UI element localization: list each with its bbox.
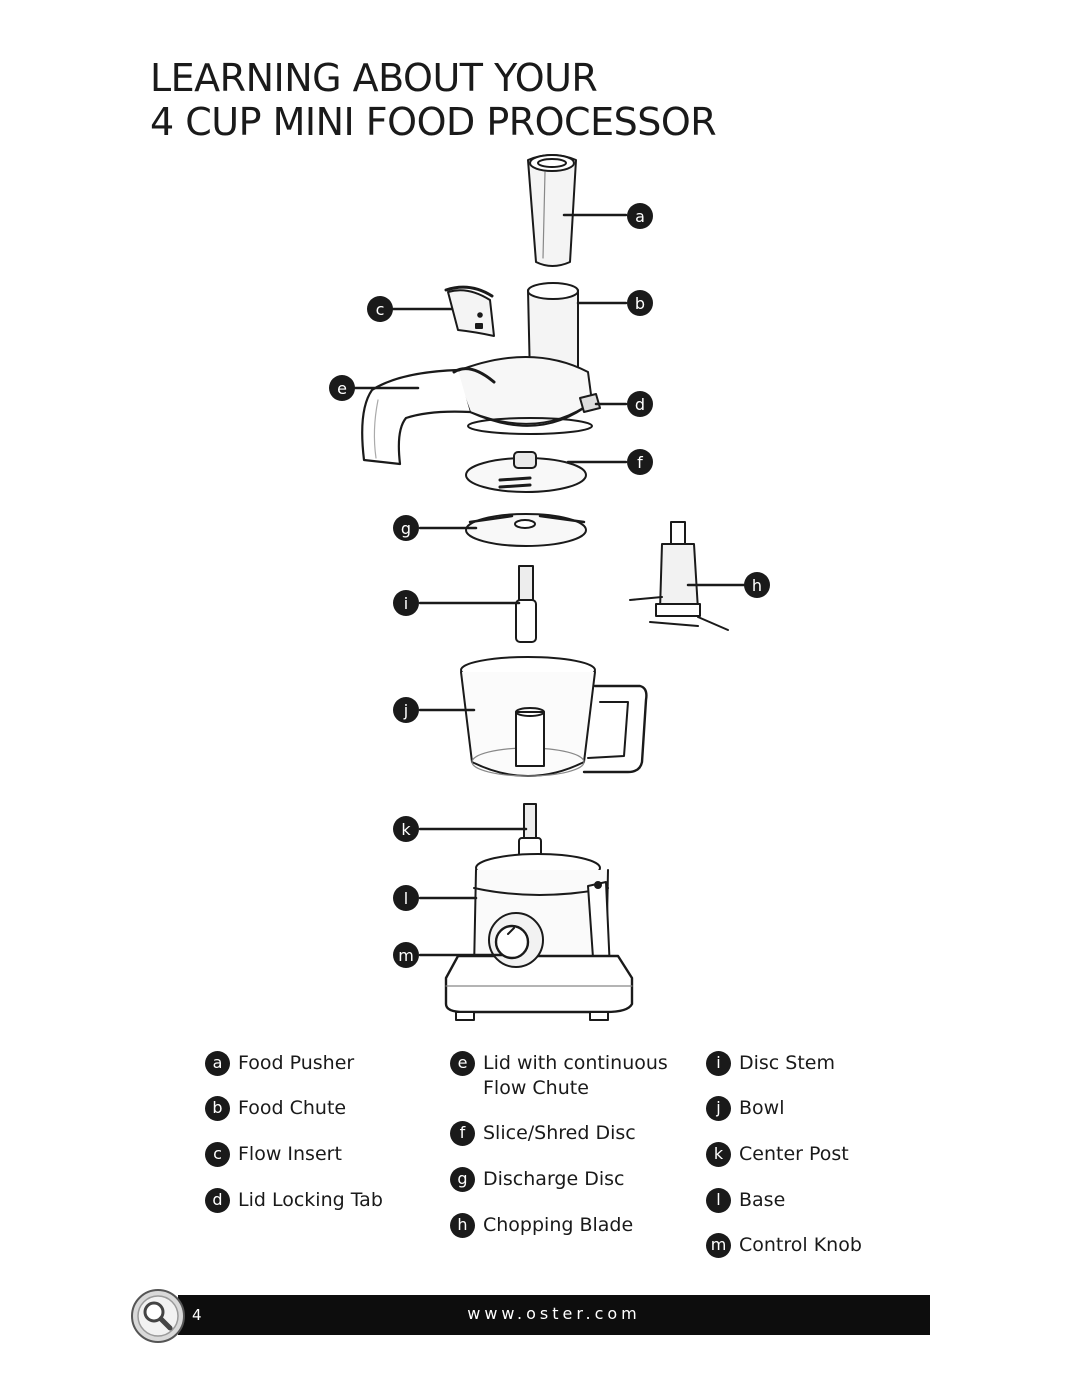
legend-label-center-post: Center Post bbox=[739, 1143, 849, 1165]
legend-label-food-pusher: Food Pusher bbox=[238, 1052, 355, 1074]
legend-item-slice-shred-disc: f Slice/Shred Disc bbox=[450, 1121, 683, 1146]
legend-item-food-chute: b Food Chute bbox=[205, 1096, 438, 1121]
callout-e: e bbox=[329, 375, 355, 401]
callout-c-letter: c bbox=[376, 300, 385, 319]
page-title-line-1: LEARNING ABOUT YOUR bbox=[150, 56, 598, 100]
legend-badge-f: f bbox=[450, 1121, 475, 1146]
legend-item-center-post: k Center Post bbox=[706, 1142, 939, 1167]
magnifier-icon bbox=[131, 1289, 185, 1343]
legend-item-chopping-blade: h Chopping Blade bbox=[450, 1213, 683, 1238]
callout-j: j bbox=[393, 697, 419, 723]
callout-m-letter: m bbox=[398, 946, 414, 965]
legend-badge-g: g bbox=[450, 1167, 475, 1192]
flow-insert-illustration bbox=[444, 285, 495, 337]
legend-item-base: l Base bbox=[706, 1188, 939, 1213]
callout-b: b bbox=[627, 290, 653, 316]
callout-f: f bbox=[627, 449, 653, 475]
legend-badge-e: e bbox=[450, 1051, 475, 1076]
base-illustration bbox=[444, 853, 634, 1021]
discharge-disc-illustration bbox=[465, 513, 587, 547]
callout-k: k bbox=[393, 816, 419, 842]
legend-badge-h: h bbox=[450, 1213, 475, 1238]
callout-c: c bbox=[367, 296, 393, 322]
legend-label-bowl: Bowl bbox=[739, 1097, 785, 1119]
callout-e-letter: e bbox=[337, 379, 347, 398]
legend-badge-i: i bbox=[706, 1051, 731, 1076]
legend-label-lid: Lid with continuous Flow Chute bbox=[483, 1052, 668, 1099]
callout-k-letter: k bbox=[401, 820, 411, 839]
slice-shred-disc-illustration bbox=[465, 451, 587, 493]
callout-g-letter: g bbox=[401, 519, 411, 538]
callout-m: m bbox=[393, 942, 419, 968]
page-title: LEARNING ABOUT YOUR 4 CUP MINI FOOD PROC… bbox=[150, 56, 717, 144]
legend-badge-b: b bbox=[205, 1096, 230, 1121]
legend-item-lid: e Lid with continuous Flow Chute bbox=[450, 1051, 683, 1101]
legend-label-base: Base bbox=[739, 1189, 786, 1211]
callout-d-letter: d bbox=[635, 395, 645, 414]
disc-stem-illustration bbox=[515, 565, 537, 643]
callout-h-letter: h bbox=[752, 576, 762, 595]
callout-f-letter: f bbox=[637, 453, 643, 472]
legend-badge-k: k bbox=[706, 1142, 731, 1167]
page-title-line-2: 4 CUP MINI FOOD PROCESSOR bbox=[150, 100, 717, 144]
legend-item-food-pusher: a Food Pusher bbox=[205, 1051, 438, 1076]
page-number: 4 bbox=[192, 1306, 202, 1324]
legend-label-discharge-disc: Discharge Disc bbox=[483, 1168, 625, 1190]
callout-a: a bbox=[627, 203, 653, 229]
callout-d: d bbox=[627, 391, 653, 417]
legend-label-flow-insert: Flow Insert bbox=[238, 1143, 342, 1165]
legend-badge-d: d bbox=[205, 1188, 230, 1213]
legend-item-control-knob: m Control Knob bbox=[706, 1233, 939, 1258]
callout-g: g bbox=[393, 515, 419, 541]
legend-label-lid-locking-tab: Lid Locking Tab bbox=[238, 1189, 383, 1211]
legend-label-slice-shred-disc: Slice/Shred Disc bbox=[483, 1122, 636, 1144]
callout-b-letter: b bbox=[635, 294, 645, 313]
legend-item-flow-insert: c Flow Insert bbox=[205, 1142, 438, 1167]
legend-item-discharge-disc: g Discharge Disc bbox=[450, 1167, 683, 1192]
callout-h: h bbox=[744, 572, 770, 598]
legend-item-bowl: j Bowl bbox=[706, 1096, 939, 1121]
control-knob-illustration bbox=[494, 924, 530, 960]
legend-label-control-knob: Control Knob bbox=[739, 1234, 862, 1256]
callout-i: i bbox=[393, 590, 419, 616]
exploded-parts-diagram: a b c d e f g h i j k l m bbox=[329, 154, 770, 1021]
footer-url: www.oster.com bbox=[467, 1304, 641, 1323]
callout-i-letter: i bbox=[404, 594, 408, 613]
bowl-illustration bbox=[460, 656, 648, 777]
legend-item-disc-stem: i Disc Stem bbox=[706, 1051, 939, 1076]
legend-label-disc-stem: Disc Stem bbox=[739, 1052, 836, 1074]
legend-item-lid-locking-tab: d Lid Locking Tab bbox=[205, 1188, 438, 1213]
food-pusher-illustration bbox=[527, 154, 577, 267]
legend-badge-a: a bbox=[205, 1051, 230, 1076]
legend-label-chopping-blade: Chopping Blade bbox=[483, 1214, 634, 1236]
legend-badge-j: j bbox=[706, 1096, 731, 1121]
legend-label-food-chute: Food Chute bbox=[238, 1097, 347, 1119]
callout-l: l bbox=[393, 885, 419, 911]
callout-l-letter: l bbox=[404, 889, 408, 908]
chopping-blade-illustration bbox=[629, 521, 729, 631]
callout-j-letter: j bbox=[403, 701, 408, 720]
food-chute-illustration bbox=[527, 282, 579, 383]
callout-a-letter: a bbox=[635, 207, 645, 226]
legend-badge-m: m bbox=[706, 1233, 731, 1258]
legend-badge-l: l bbox=[706, 1188, 731, 1213]
leader-lines bbox=[352, 213, 746, 957]
legend-badge-c: c bbox=[205, 1142, 230, 1167]
footer-bar: 4 www.oster.com bbox=[178, 1295, 930, 1335]
lid-illustration bbox=[361, 356, 601, 466]
